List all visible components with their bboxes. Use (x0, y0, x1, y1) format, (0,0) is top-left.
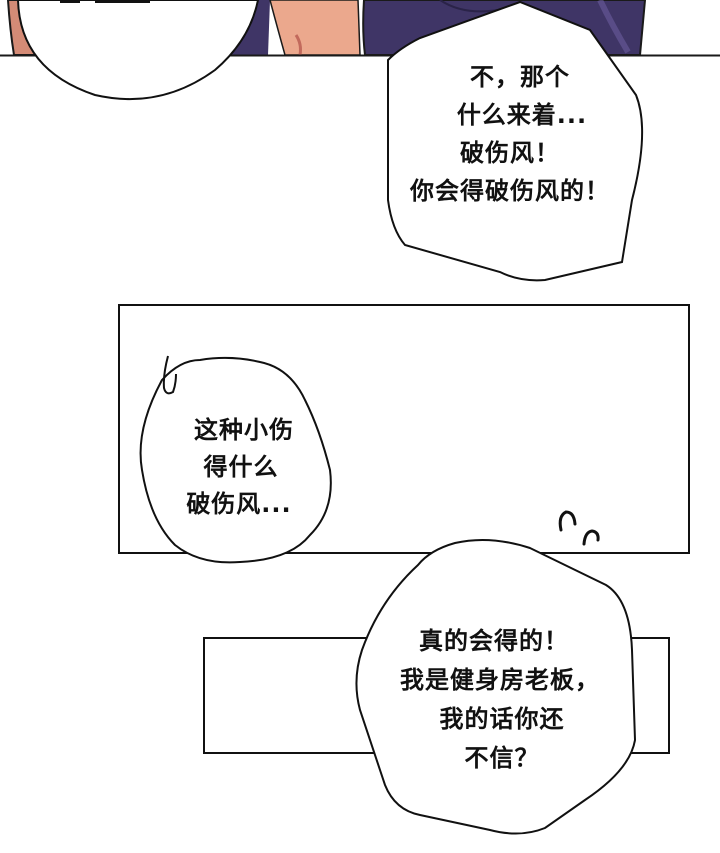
speech-bubble-2-text: 这种小伤 得什么 破伤风... (164, 412, 314, 523)
dialogue-line: 不，那个 (470, 63, 570, 91)
scar-mark-art (294, 34, 302, 56)
jacket-highlight-art (597, 0, 631, 54)
speech-bubble-1 (387, 0, 644, 282)
dialogue-line: 我的话你还 (439, 705, 565, 733)
dialogue-line: 破伤风！ (460, 139, 560, 167)
dialogue-line: 得什么 (203, 453, 279, 481)
speech-bubble-2 (139, 356, 332, 564)
speech-bubble-top-left (16, 0, 260, 101)
sweat-drop-icon (558, 510, 577, 532)
speech-bubble-1-text: 不，那个 什么来着... 破伤风！ 你会得破伤风的！ (390, 58, 630, 210)
speech-bubble-3 (355, 539, 637, 835)
sweat-mark-icon (162, 355, 177, 395)
cropped-text-fragment (95, 0, 150, 3)
cropped-text-fragment (60, 0, 80, 3)
speech-bubble-3-text: 真的会得的！ 我是健身房老板， 我的话你还 不信？ (370, 622, 630, 778)
dialogue-line: 不信？ (464, 744, 540, 772)
dialogue-line: 这种小伤 (194, 416, 294, 444)
sweat-drop-icon (582, 529, 600, 546)
dialogue-line: 我是健身房老板， (400, 666, 600, 694)
torso-skin-art (269, 0, 361, 56)
dialogue-line: 什么来着... (456, 101, 588, 129)
dialogue-line: 破伤风... (186, 490, 292, 518)
dialogue-line: 真的会得的！ (419, 627, 569, 655)
dialogue-line: 你会得破伤风的！ (410, 177, 610, 205)
